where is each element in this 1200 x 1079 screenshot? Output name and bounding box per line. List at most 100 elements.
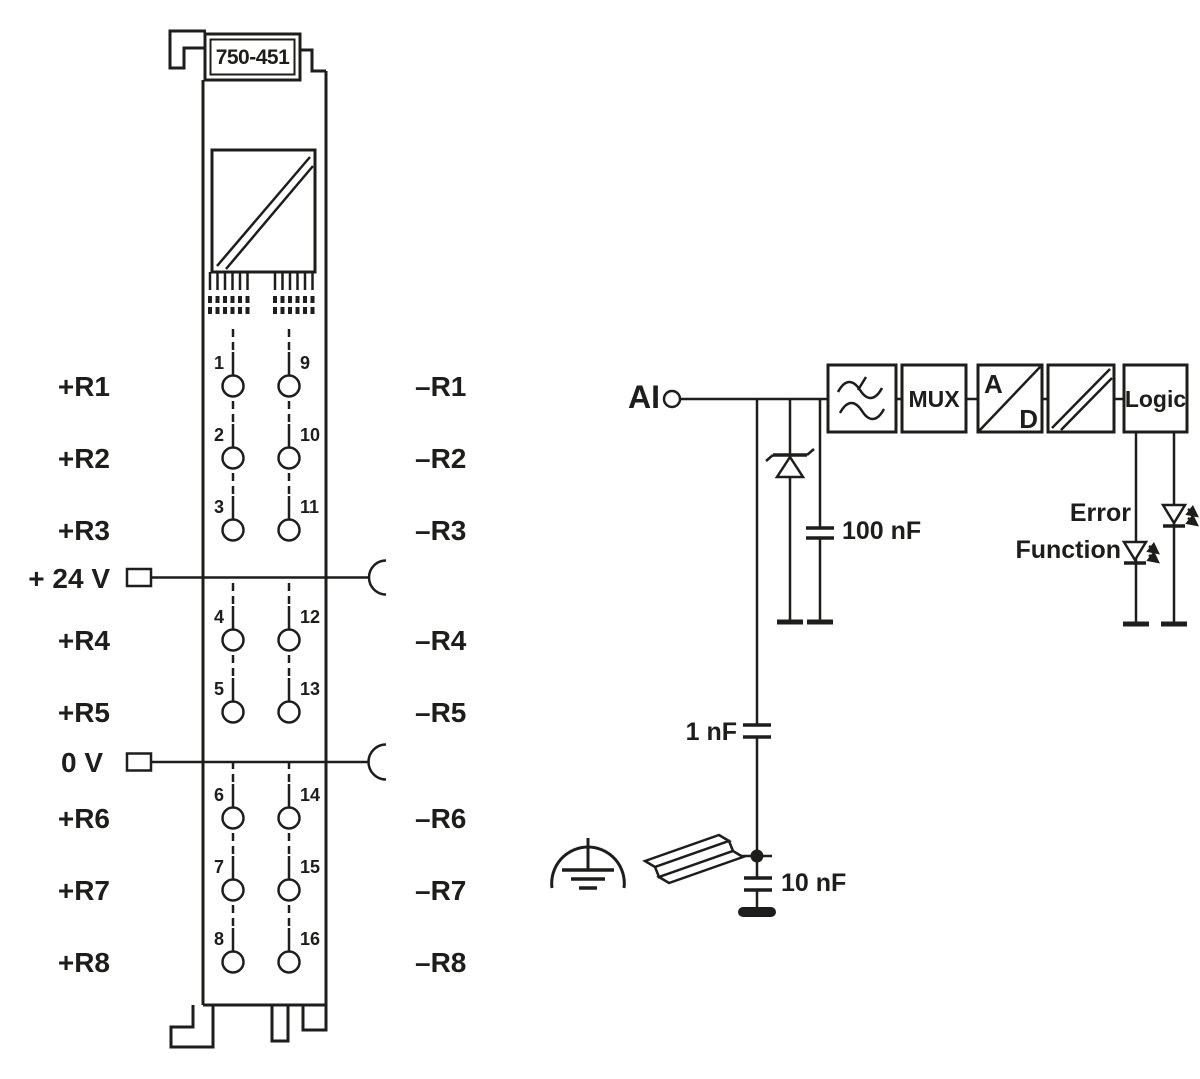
logic-label: Logic [1125,386,1187,412]
supply-0v-socket-contact [367,743,387,781]
contact-8: 8 [214,905,245,974]
block-adc: A D [976,363,1044,434]
terminal-label: + 24 V [28,563,110,594]
contact-number: 16 [300,929,320,949]
part-number-plate-inner [209,38,296,76]
mux-label: MUX [908,386,960,412]
terminal-labels-left: +R1 +R2 +R3 + 24 V +R4 +R5 0 V +R6 +R7 +… [28,371,110,978]
converter-chip-icon [208,148,317,314]
terminal-label: +R5 [58,697,110,728]
capacitor-10nf-icon [744,876,772,892]
contact-6: 6 [214,761,245,830]
terminal-label: –R5 [415,697,466,728]
module-outline [168,29,328,1049]
contact-number: 12 [300,607,320,627]
junction-dot [750,849,764,863]
capacitor-100nf-label: 100 nF [842,517,921,545]
capacitor-1nf-icon [743,723,771,739]
contact-number: 11 [300,497,319,517]
module-foot-middle [270,1005,290,1043]
filter-waves-icon [836,376,886,421]
module-top-left-hook [168,29,206,70]
terminal-label: +R2 [58,443,110,474]
terminal-label: –R1 [415,371,466,402]
supply-0v-row [125,743,387,781]
terminal-label: +R6 [58,803,110,834]
contact-number: 13 [300,679,320,699]
analog-input-label: AI [628,379,660,415]
supply-24v-socket-contact [367,559,387,596]
part-number-plate-outer [203,32,302,82]
adc-diagonal [978,365,1042,432]
contact-11: 11 [277,473,319,542]
contact-number: 9 [300,353,310,373]
contact-4: 4 [214,583,245,652]
block-mux: MUX [900,363,968,434]
adc-digital-label: D [1019,404,1038,434]
supply-24v-row [125,559,387,596]
function-led-icon [1121,540,1160,565]
block-filter [826,363,898,434]
terminal-label: +R7 [58,875,110,906]
capacitor-1nf-label: 1 nF [686,718,737,746]
contact-column-right: 9 10 11 12 13 14 15 16 [277,329,320,974]
module-foot-right [301,1005,328,1032]
terminal-labels-right: –R1 –R2 –R3 –R4 –R5 –R6 –R7 –R8 [415,371,467,978]
contact-number: 10 [300,425,320,445]
chip-diagonal-1 [216,156,311,267]
block-circuit: AI 100 nF [550,363,1199,917]
capacitor-100nf-icon [806,526,834,540]
contact-5: 5 [214,655,245,724]
terminal-label: –R3 [415,515,466,546]
chip-diagonal-2 [225,165,314,270]
chip-pins-left [208,272,250,314]
contact-14: 14 [277,761,320,830]
contact-16: 16 [277,905,320,974]
terminal-label: 0 V [61,747,103,778]
adc-analog-label: A [984,369,1003,399]
supply-24v-blade-connector [125,567,153,588]
error-led-label: Error [1070,499,1131,527]
contact-10: 10 [277,401,320,470]
contact-number: 2 [214,425,224,445]
contact-number: 4 [214,607,224,627]
terminal-label: –R8 [415,947,466,978]
contact-15: 15 [277,833,320,902]
terminal-label: +R8 [58,947,110,978]
terminal-label: –R4 [415,625,467,656]
isolation-diagonal-2 [1060,377,1113,431]
contact-3: 3 [214,473,245,542]
contact-2: 2 [214,401,245,470]
contact-number: 5 [214,679,224,699]
terminal-label: –R2 [415,443,466,474]
led-branch: Error Function [1015,432,1199,627]
terminal-label: –R6 [415,803,466,834]
error-led-icon [1160,503,1199,528]
contact-13: 13 [277,655,320,724]
contact-number: 7 [214,857,224,877]
contact-number: 3 [214,497,224,517]
io-module: 750-451 [28,29,467,1049]
function-led-label: Function [1015,536,1121,564]
block-logic: Logic [1122,363,1189,434]
module-top-right-step [300,48,326,73]
contact-number: 8 [214,929,224,949]
din-rail-icon [642,833,746,885]
contact-number: 15 [300,857,320,877]
terminal-label: +R3 [58,515,110,546]
contact-column-left: 1 2 3 4 5 6 7 8 [214,329,245,974]
chip-pins-right [273,272,315,314]
contact-9: 9 [277,329,310,398]
contact-1: 1 [214,329,245,398]
contact-7: 7 [214,833,245,902]
functional-earth-icon [550,838,626,890]
contact-12: 12 [277,583,320,652]
isolation-diagonal-1 [1051,368,1111,429]
contact-number: 1 [214,353,224,373]
supply-0v-blade-connector [125,752,153,772]
block-isolation [1046,363,1116,434]
part-number: 750-451 [216,46,290,69]
terminal-label: +R4 [58,625,111,656]
